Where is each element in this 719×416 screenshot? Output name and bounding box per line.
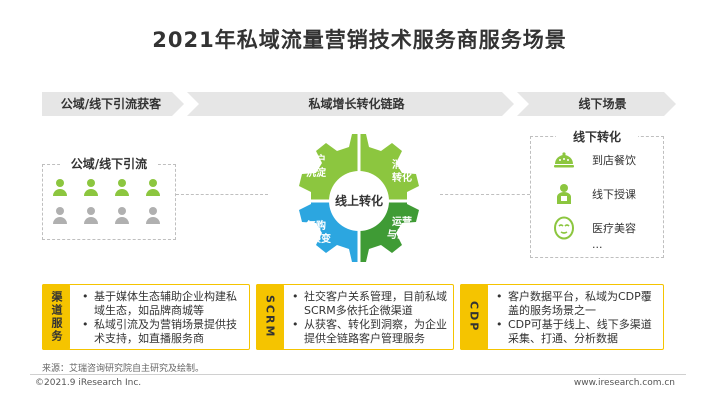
scene-item-label: 到店餐饮	[592, 154, 636, 167]
source-note: 来源：艾瑞咨询研究院自主研究及绘制。	[42, 364, 205, 374]
gear-center-label: 线上转化	[335, 193, 383, 208]
person-icon	[84, 207, 98, 224]
stage-arrow-2	[187, 92, 514, 116]
service-bullets-channel: 基于媒体生态辅助企业构建私域生态，如品牌商城等 私域引流及为营销场景提供技术支持…	[82, 290, 244, 346]
growth-gear: 线上转化 用户 沉淀 消费 转化 运营 与洞察 复购 与裂变	[299, 134, 419, 262]
gear-seg-1-line1: 用户	[305, 153, 326, 166]
copyright: ©2021.9 iResearch Inc.	[35, 378, 142, 388]
scene-item-food: 到店餐饮	[552, 148, 636, 172]
person-icon	[84, 179, 98, 196]
stage-label-3: 线下场景	[578, 97, 627, 111]
person-icon	[146, 179, 160, 196]
right-connector	[440, 194, 530, 195]
service-bullets-cdp: 客户数据平台，私域为CDP覆盖的服务场景之一 CDP可基于线上、线下多渠道采集、…	[496, 290, 658, 346]
service-bullets-scrm: 社交客户关系管理，目前私域SCRM多依托企微渠道 从获客、转化到洞察，为企业提供…	[292, 290, 450, 346]
bullet-item: 社交客户关系管理，目前私域SCRM多依托企微渠道	[292, 290, 450, 318]
scene-item-beauty: 医疗美容	[552, 216, 636, 240]
gear-seg-3-line1: 运营	[392, 215, 412, 228]
gear-center	[329, 171, 389, 231]
bullet-item: 私域引流及为营销场景提供技术支持，如直播服务商	[82, 318, 244, 346]
footer-divider	[30, 374, 686, 375]
person-icon	[146, 207, 160, 224]
person-icon	[53, 179, 67, 196]
stage-label-2: 私域增长转化链路	[308, 97, 405, 111]
gear-seg-4-line1: 复购	[305, 219, 326, 232]
gear-seg-1-line2: 沉淀	[306, 166, 327, 179]
bullet-item: 基于媒体生态辅助企业构建私域生态，如品牌商城等	[82, 290, 244, 318]
food-tray-icon	[554, 152, 574, 168]
service-tag-cdp: CDP	[460, 284, 488, 350]
scene-item-label: 线下授课	[592, 188, 636, 201]
bullet-item: 客户数据平台，私域为CDP覆盖的服务场景之一	[496, 290, 658, 318]
person-icon	[115, 179, 129, 196]
left-traffic-box	[42, 164, 176, 240]
gear-seg-2-line2: 转化	[392, 171, 412, 184]
right-box-title: 线下转化	[556, 128, 638, 145]
stage-label-1: 公域/线下引流获客	[60, 97, 162, 111]
gear-seg-4-line2: 与裂变	[301, 232, 331, 245]
service-tag-channel: 渠道服务	[42, 284, 70, 350]
scene-item-label: 医疗美容	[592, 222, 636, 235]
stage-arrow-3	[517, 92, 676, 116]
page-title: 2021年私域流量营销技术服务商服务场景	[152, 28, 567, 52]
gear-seg-2-line1: 消费	[392, 158, 412, 171]
service-tag-scrm: SCRM	[256, 284, 284, 350]
left-connector	[176, 194, 268, 195]
bullet-item: CDP可基于线上、线下多渠道采集、打通、分析数据	[496, 318, 658, 346]
scene-item-class: 线下授课	[552, 182, 636, 206]
face-mask-icon	[554, 216, 574, 240]
person-icon	[53, 207, 67, 224]
bullet-item: 从获客、转化到洞察，为企业提供全链路客户管理服务	[292, 318, 450, 346]
website-link[interactable]: www.iresearch.com.cn	[573, 378, 675, 388]
person-icon	[115, 207, 129, 224]
scene-ellipsis: ...	[592, 238, 603, 251]
stage-arrow-bar	[42, 92, 676, 116]
teacher-icon	[557, 184, 571, 204]
stage-arrow-1	[42, 92, 184, 116]
left-box-title: 公域/线下引流	[60, 155, 158, 172]
gear-seg-3-line2: 与洞察	[387, 228, 418, 241]
